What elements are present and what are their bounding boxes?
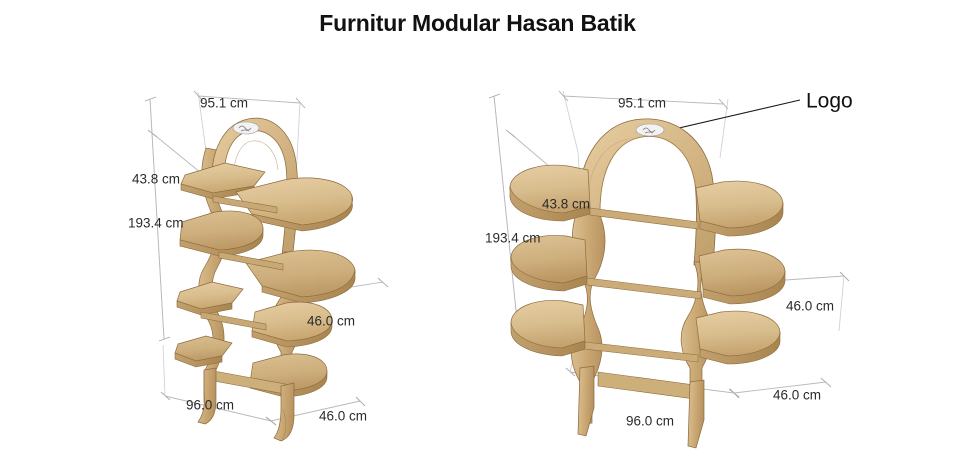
dimension-label-front-width-top: 95.1 cm (618, 96, 666, 111)
dimension-label-iso-upper-gap: 43.8 cm (132, 172, 180, 187)
shelf-5 (176, 281, 244, 316)
front-shelf-1-right (695, 180, 784, 237)
dimension-label-iso-base-width: 96.0 cm (186, 398, 234, 413)
front-rail-1 (589, 207, 699, 230)
dimension-label-iso-depth-mid: 46.0 cm (307, 314, 355, 329)
arch-apex-logo-plate (232, 121, 260, 135)
front-view: Logo (470, 0, 955, 467)
dimension-label-front-depth-mid: 46.0 cm (786, 299, 834, 314)
front-shelf-3-right (695, 310, 781, 365)
page-title: Furnitur Modular Hasan Batik (319, 10, 636, 36)
dimension-label-front-base-depth: 46.0 cm (773, 388, 821, 403)
front-rail-3 (584, 341, 699, 363)
dimension-label-iso-height: 193.4 cm (128, 216, 184, 231)
front-shelf-1-left (509, 164, 591, 222)
front-shelf-3-left (510, 300, 586, 357)
shelf-4 (245, 249, 356, 304)
isometric-furniture-model (174, 117, 356, 442)
front-leg-right (687, 379, 705, 449)
shelf-2 (235, 177, 353, 232)
logo-callout-label: Logo (806, 90, 853, 113)
logo-callout (665, 99, 801, 137)
shelf-7 (174, 335, 233, 368)
front-furniture-model (509, 118, 786, 449)
dimension-label-front-height: 193.4 cm (485, 231, 541, 246)
dimension-label-front-base-width: 96.0 cm (626, 414, 674, 429)
shelf-6 (251, 301, 333, 348)
shelf-3 (179, 210, 264, 257)
isometric-view-svg: 95.1 cm 43.8 cm 193.4 cm 46.0 cm 96.0 cm… (128, 90, 389, 442)
isometric-view: 95.1 cm 43.8 cm 193.4 cm 46.0 cm 96.0 cm… (0, 0, 470, 467)
front-base-stretcher (597, 371, 703, 401)
front-rail-2 (586, 277, 702, 300)
front-shelf-2-left (510, 235, 588, 292)
arch-apex-logo-plate (635, 123, 665, 137)
foot-left (197, 367, 217, 425)
front-leg-left (577, 365, 595, 437)
rail-upper (212, 195, 278, 214)
rail-lower (200, 311, 267, 331)
front-shelf-2-right (698, 248, 786, 305)
dimension-label-iso-base-depth: 46.0 cm (319, 409, 367, 424)
dimension-label-front-upper-gap: 43.8 cm (542, 197, 590, 212)
front-view-svg: Logo (485, 90, 853, 449)
rail-mid (218, 251, 284, 271)
dimension-label-iso-width-top: 95.1 cm (200, 96, 248, 111)
